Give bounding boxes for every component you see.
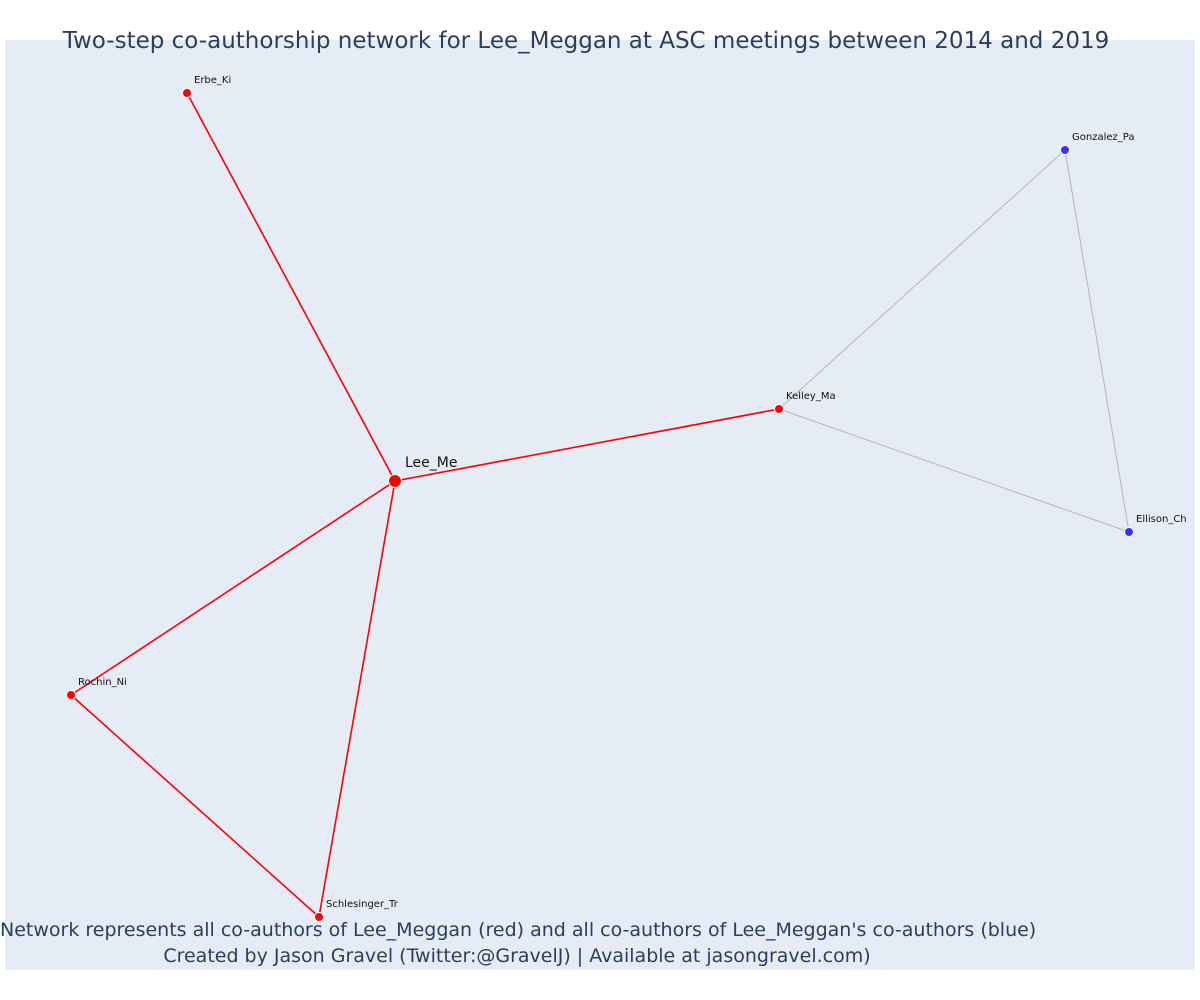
caption: Network represents all co-authors of Lee…	[0, 917, 1037, 969]
edge-Kelley_Ma-Gonzalez_Pa	[778, 149, 1066, 410]
nodes-layer	[66, 88, 1134, 922]
edges-layer	[70, 92, 1130, 918]
edge-Gonzalez_Pa-Ellison_Ch	[1064, 149, 1130, 533]
edge-Rochin_Ni-Schlesinger_Tr	[70, 694, 320, 918]
labels-layer: Lee_Me Erbe_KiKelley_MaRochin_NiSchlesing…	[78, 75, 1187, 910]
node-Lee_Me[interactable]	[388, 474, 402, 488]
node-Gonzalez_Pa[interactable]	[1060, 145, 1070, 155]
node-label-Schlesinger_Tr: Schlesinger_Tr	[326, 899, 399, 910]
node-label-Ellison_Ch: Ellison_Ch	[1136, 514, 1187, 525]
edge-Lee_Me-Kelley_Ma	[394, 408, 780, 482]
node-label-Rochin_Ni: Rochin_Ni	[78, 677, 127, 688]
node-label-Lee_Me: Lee_Me	[405, 455, 457, 471]
caption-line-2: Created by Jason Gravel (Twitter:@Gravel…	[163, 945, 871, 967]
node-Ellison_Ch[interactable]	[1124, 527, 1134, 537]
node-label-Kelley_Ma: Kelley_Ma	[786, 391, 836, 402]
node-label-Erbe_Ki: Erbe_Ki	[194, 75, 231, 86]
node-Schlesinger_Tr[interactable]	[314, 912, 324, 922]
edge-Lee_Me-Rochin_Ni	[70, 480, 396, 696]
node-Rochin_Ni[interactable]	[66, 690, 76, 700]
node-Erbe_Ki[interactable]	[182, 88, 192, 98]
edge-Lee_Me-Erbe_Ki	[186, 92, 396, 482]
node-label-Gonzalez_Pa: Gonzalez_Pa	[1072, 132, 1134, 143]
caption-line-1: Network represents all co-authors of Lee…	[0, 919, 1037, 941]
edge-Kelley_Ma-Ellison_Ch	[778, 408, 1130, 533]
plot-area	[5, 40, 1195, 970]
edge-Lee_Me-Schlesinger_Tr	[318, 480, 396, 918]
node-Kelley_Ma[interactable]	[774, 404, 784, 414]
diagram-title: Two-step co-authorship network for Lee_M…	[62, 28, 1110, 54]
